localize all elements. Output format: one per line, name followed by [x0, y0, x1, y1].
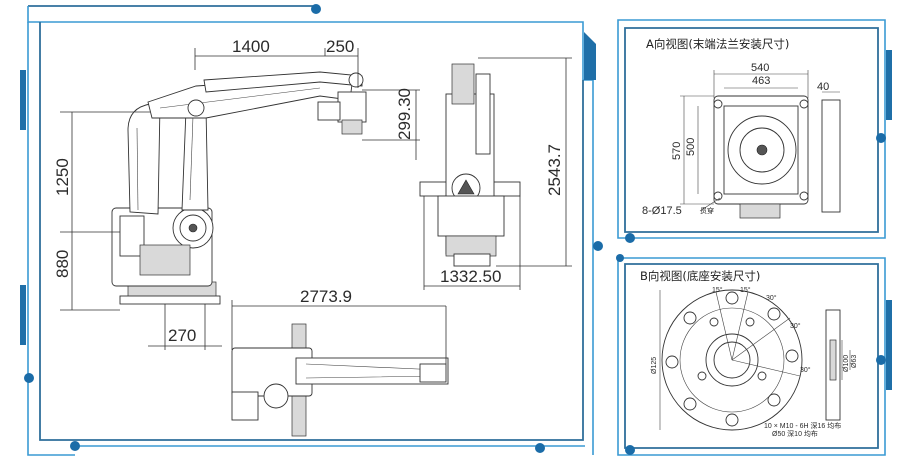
- thread-note: 10 × M10 - 6H 深16 均布: [764, 421, 841, 430]
- dia-100: Ø100: [843, 355, 850, 372]
- dim-299-30: 299.30: [395, 88, 414, 140]
- dia-63: Ø63: [851, 355, 858, 368]
- dim-2543-7: 2543.7: [545, 144, 564, 196]
- top-dimensions: [231, 300, 447, 364]
- angle-30-c: 30°: [800, 366, 811, 374]
- view-a-dimensions: [680, 70, 840, 212]
- dia-125: Ø125: [651, 357, 658, 374]
- dim-880: 880: [53, 250, 72, 278]
- dim-2773-9: 2773.9: [300, 287, 352, 306]
- front-dimensions: [423, 57, 572, 290]
- robot-front-view: [419, 63, 521, 267]
- view-b-frame: [616, 254, 892, 456]
- angle-30-a: 30°: [766, 294, 777, 302]
- dim-250: 250: [326, 37, 354, 56]
- view-a-frame: [617, 19, 892, 243]
- dim-1332-50: 1332.50: [440, 267, 501, 286]
- view-b-base: [661, 289, 841, 431]
- decorative-frame: [20, 4, 603, 456]
- view-b-title: B向视图(底座安装尺寸): [640, 269, 760, 283]
- robot-side-view: [111, 71, 367, 305]
- robot-top-view: [231, 323, 449, 437]
- dim-a-570: 570: [671, 142, 683, 160]
- bore-note: Ø50 深10 均布: [772, 429, 818, 438]
- dim-1400: 1400: [232, 37, 270, 56]
- dim-a-540: 540: [751, 62, 769, 74]
- hole-note: 8-Ø17.5: [642, 205, 682, 217]
- angle-30-b: 30°: [790, 322, 801, 330]
- view-b-dimensions: [659, 290, 851, 430]
- main-dimensions: [60, 48, 420, 350]
- dim-a-40: 40: [817, 81, 829, 93]
- dim-a-463: 463: [752, 75, 770, 87]
- dim-1250: 1250: [53, 158, 72, 196]
- dim-270: 270: [168, 326, 196, 345]
- view-a-flange: [713, 95, 841, 219]
- angle-15-left: 15°: [712, 286, 723, 294]
- angle-15-right: 15°: [740, 286, 751, 294]
- through-note: 贯穿: [700, 206, 714, 215]
- view-a-title: A向视图(末端法兰安装尺寸): [646, 37, 789, 51]
- dim-a-500: 500: [685, 138, 697, 156]
